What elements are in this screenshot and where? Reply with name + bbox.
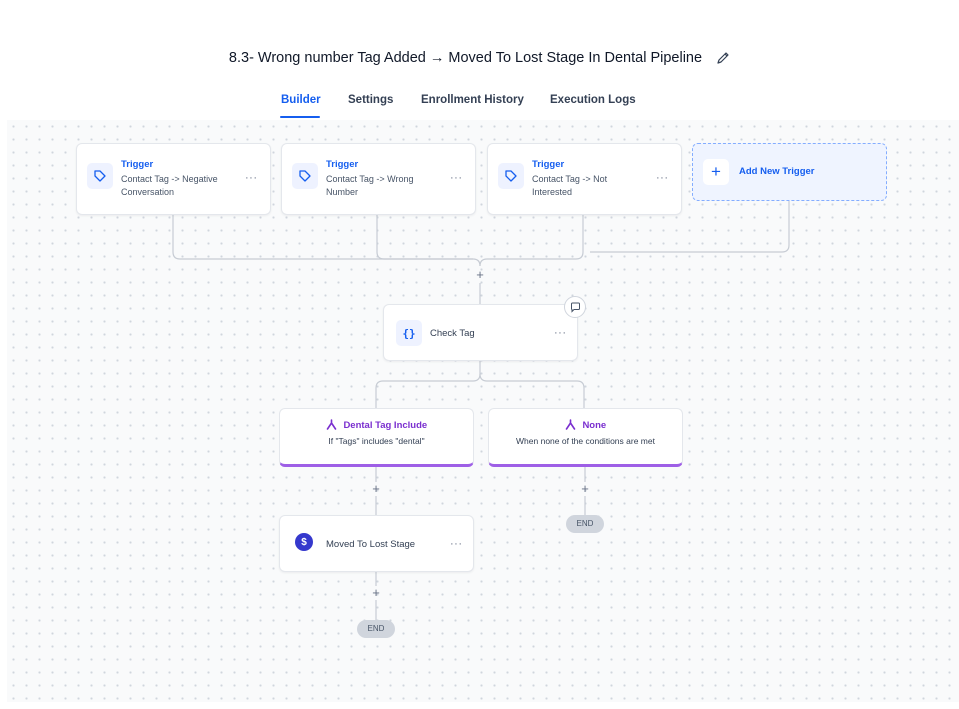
tab-enrollment-history[interactable]: Enrollment History <box>421 94 524 106</box>
trigger-description: Contact Tag -> Not Interested <box>532 174 608 197</box>
add-new-trigger-button[interactable]: + Add New Trigger <box>692 143 887 201</box>
comment-icon[interactable] <box>564 296 586 318</box>
tab-settings[interactable]: Settings <box>348 94 394 106</box>
branch-icon <box>326 419 344 431</box>
trigger-description: Contact Tag -> Wrong Number <box>326 174 414 197</box>
branch-title: None <box>582 420 607 431</box>
branch-none[interactable]: None When none of the conditions are met <box>488 408 683 467</box>
more-options-icon[interactable]: ··· <box>656 172 669 184</box>
tab-builder[interactable]: Builder <box>281 94 321 106</box>
more-options-icon[interactable]: ··· <box>450 172 463 184</box>
add-step-button[interactable]: + <box>372 585 380 600</box>
more-options-icon[interactable]: ··· <box>450 538 463 550</box>
check-tag-label: Check Tag <box>430 328 475 339</box>
trigger-description: Contact Tag -> Negative Conversation <box>121 174 218 197</box>
moved-to-lost-stage-node[interactable]: $ Moved To Lost Stage ··· <box>279 515 474 572</box>
trigger-card-negative-conversation[interactable]: Trigger Contact Tag -> Negative Conversa… <box>76 143 271 215</box>
tag-icon <box>292 163 318 189</box>
add-step-button[interactable]: + <box>372 481 380 496</box>
branch-icon <box>565 419 583 431</box>
add-step-button[interactable]: + <box>581 481 589 496</box>
trigger-label: Trigger <box>326 159 359 170</box>
pencil-icon[interactable] <box>716 51 730 65</box>
branch-condition: If "Tags" includes "dental" <box>328 436 425 446</box>
add-step-button[interactable]: + <box>476 267 484 282</box>
branch-dental-tag-include[interactable]: Dental Tag Include If "Tags" includes "d… <box>279 408 474 467</box>
workflow-title-row: 8.3- Wrong number Tag Added → Moved To L… <box>0 50 959 66</box>
more-options-icon[interactable]: ··· <box>245 172 258 184</box>
tag-icon <box>498 163 524 189</box>
tab-bar: Builder Settings Enrollment History Exec… <box>0 82 959 120</box>
plus-icon: + <box>703 159 729 185</box>
dollar-icon: $ <box>295 533 313 551</box>
action-label: Moved To Lost Stage <box>326 539 416 550</box>
branch-title: Dental Tag Include <box>343 420 428 431</box>
braces-icon: {} <box>396 320 422 346</box>
more-options-icon[interactable]: ··· <box>554 327 567 339</box>
trigger-label: Trigger <box>121 159 154 170</box>
tag-icon <box>87 163 113 189</box>
workflow-title: 8.3- Wrong number Tag Added → Moved To L… <box>228 50 703 66</box>
end-node: END <box>566 515 604 533</box>
active-tab-indicator <box>280 116 320 118</box>
add-trigger-label: Add New Trigger <box>739 166 815 177</box>
tab-execution-logs[interactable]: Execution Logs <box>550 94 636 106</box>
end-node: END <box>357 620 395 638</box>
check-tag-node[interactable]: {} Check Tag ··· <box>383 304 578 361</box>
trigger-label: Trigger <box>532 159 565 170</box>
trigger-card-not-interested[interactable]: Trigger Contact Tag -> Not Interested ··… <box>487 143 682 215</box>
branch-condition: When none of the conditions are met <box>516 436 655 446</box>
workflow-header: 8.3- Wrong number Tag Added → Moved To L… <box>0 0 959 83</box>
trigger-card-wrong-number[interactable]: Trigger Contact Tag -> Wrong Number ··· <box>281 143 476 215</box>
